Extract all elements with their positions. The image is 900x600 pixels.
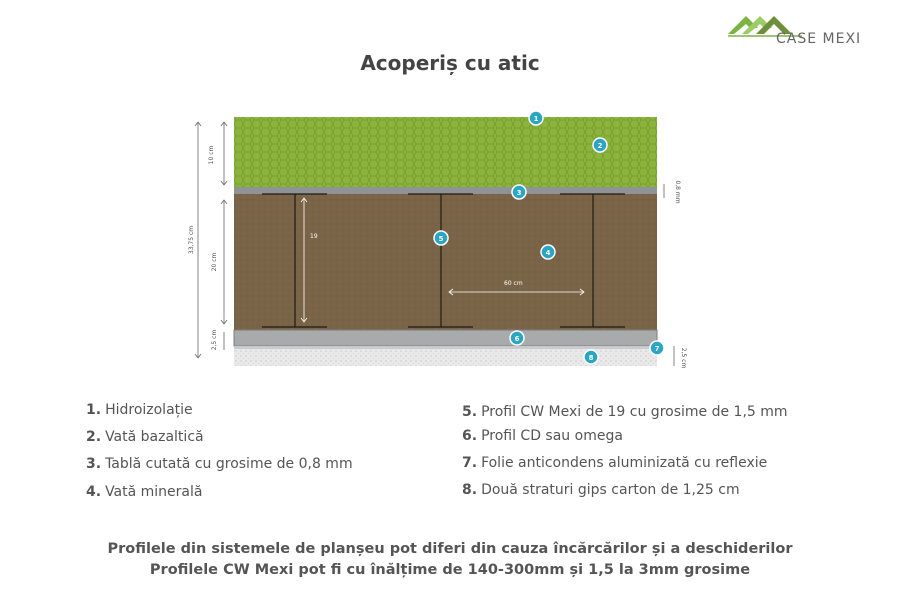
cd-profile-layer: [233, 329, 658, 347]
marker-4: 4: [540, 244, 556, 260]
brand-name: CASE MEXI: [776, 31, 862, 47]
mineral-wool-layer: [234, 194, 657, 330]
legend-item: 6.Profil CD sau omega: [462, 428, 623, 444]
cw-profiles: [262, 193, 625, 328]
roof-cross-section: 19 60 cm 33,75 cm 10 cm 20 cm 2,5 cm 0,8…: [188, 110, 687, 369]
profile-height-dimension: [300, 197, 308, 323]
profile-height-label: 19: [310, 233, 318, 240]
brand-logo: [728, 16, 802, 37]
svg-text:4: 4: [546, 249, 551, 257]
corrugated-sheet-layer: [234, 187, 657, 194]
legend-item: 8.Două straturi gips carton de 1,25 cm: [462, 482, 740, 498]
spacing-dimension: [448, 288, 585, 296]
svg-text:1: 1: [534, 115, 539, 123]
layer-markers: 1 2 3 4 5 6 7 8: [433, 110, 665, 365]
marker-1: 1: [528, 110, 544, 126]
middle-layer-height-label: 20 cm: [211, 253, 218, 272]
legend-item: 2.Vată bazaltică: [86, 429, 204, 445]
svg-text:3: 3: [517, 189, 522, 197]
legend-item: 1.Hidroizolație: [86, 402, 193, 418]
top-layer-height-label: 10 cm: [208, 146, 215, 165]
marker-3: 3: [511, 184, 527, 200]
basalt-wool-layer: [234, 117, 657, 188]
legend-item: 3.Tablă cutată cu grosime de 0,8 mm: [86, 456, 353, 472]
svg-text:8: 8: [589, 354, 594, 362]
legend-item: 5.Profil CW Mexi de 19 cu grosime de 1,5…: [462, 404, 788, 420]
marker-8: 8: [583, 349, 599, 365]
bottom-layer-height-label: 2,5 cm: [211, 330, 218, 351]
svg-text:7: 7: [655, 345, 660, 353]
gypsum-layer: [234, 349, 657, 366]
vapor-foil-layer: [234, 346, 657, 349]
sheet-thickness-label: 0,8 mm: [674, 180, 681, 203]
gypsum-thickness-label: 2,5 cm: [680, 348, 687, 369]
total-height-label: 33,75 cm: [188, 226, 195, 254]
marker-6: 6: [509, 330, 525, 346]
svg-text:2: 2: [598, 142, 603, 150]
legend-item: 4.Vată minerală: [86, 484, 203, 500]
page-title: Acoperiș cu atic: [360, 51, 540, 75]
marker-2: 2: [592, 137, 608, 153]
note-line-1: Profilele din sistemele de planșeu pot d…: [107, 541, 793, 557]
legend-item: 7.Folie anticondens aluminizată cu refle…: [462, 455, 768, 471]
marker-7: 7: [649, 340, 665, 356]
spacing-label: 60 cm: [504, 280, 523, 287]
note-line-2: Profilele CW Mexi pot fi cu înălțime de …: [149, 562, 751, 578]
marker-5: 5: [433, 230, 449, 246]
svg-text:5: 5: [439, 235, 444, 243]
svg-text:6: 6: [515, 335, 520, 343]
